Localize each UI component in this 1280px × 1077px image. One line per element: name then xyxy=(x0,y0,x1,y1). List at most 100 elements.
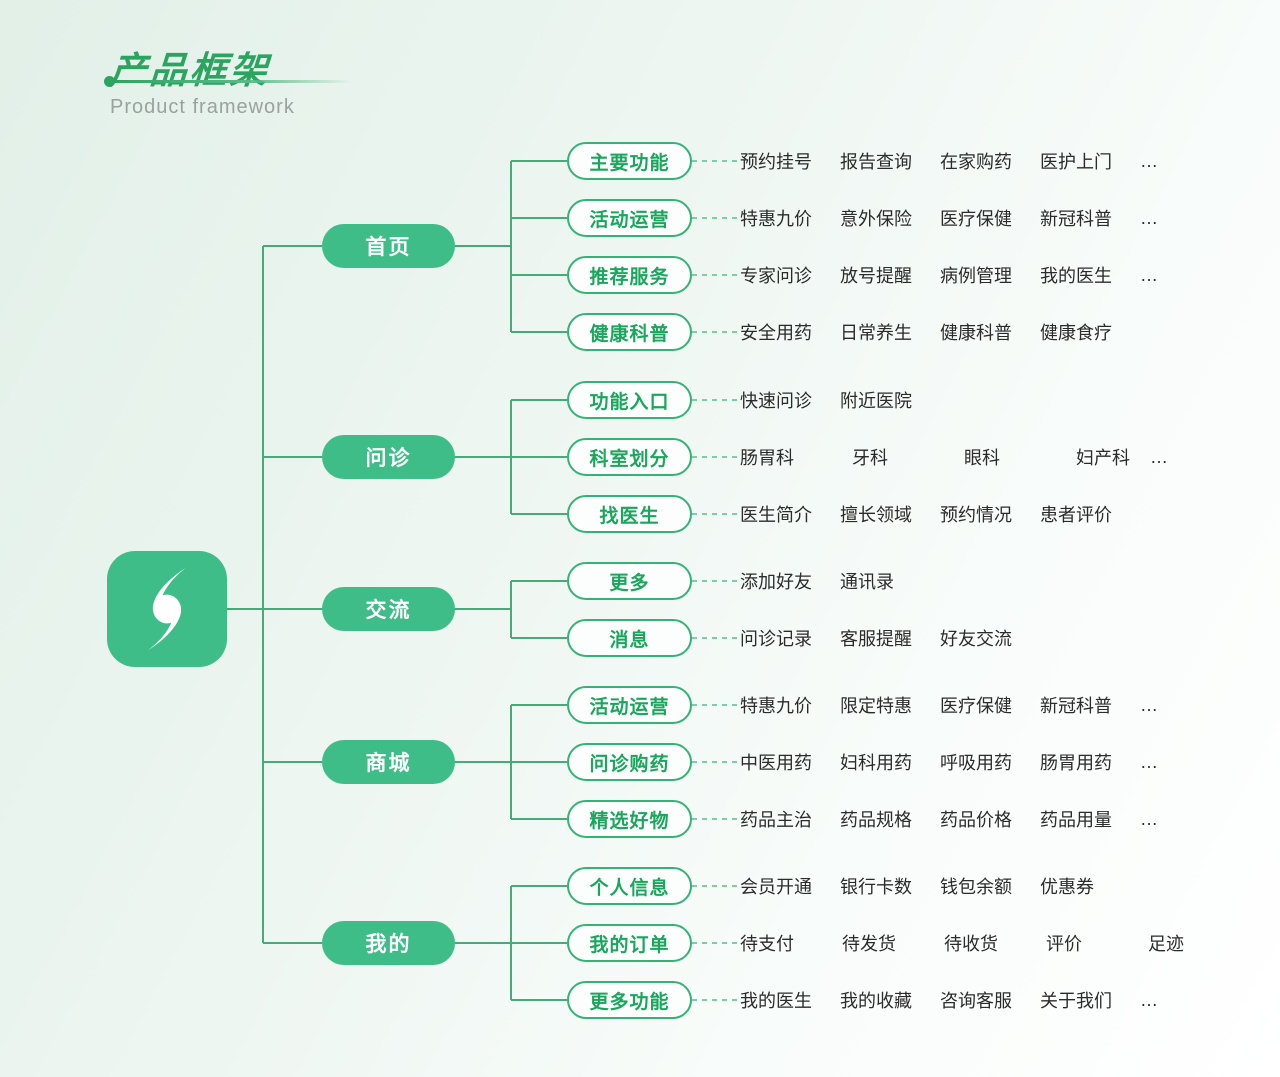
leaf-row: 特惠九价 意外保险 医疗保健 新冠科普 … xyxy=(740,205,1240,231)
leaf-item: 牙科 xyxy=(852,448,888,468)
leaf-item: … xyxy=(1140,150,1158,171)
leaf-row: 医生简介 擅长领域 预约情况 患者评价 xyxy=(740,501,1140,527)
leaf-item: 快速问诊 xyxy=(740,391,812,411)
leaf-item: 附近医院 xyxy=(840,391,912,411)
branch-node-mall: 商城 xyxy=(322,740,455,784)
leaf-row: 我的医生 我的收藏 咨询客服 关于我们 … xyxy=(740,987,1240,1013)
leaf-item: 药品主治 xyxy=(740,810,812,830)
leaf-item: 医疗保健 xyxy=(940,209,1012,229)
branch-node-communication: 交流 xyxy=(322,587,455,631)
sub-node: 主要功能 xyxy=(567,142,692,180)
leaf-item: 在家购药 xyxy=(940,152,1012,172)
leaf-item: 待发货 xyxy=(842,934,896,954)
leaf-item: 新冠科普 xyxy=(1040,209,1112,229)
leaf-row: 安全用药 日常养生 健康科普 健康食疗 xyxy=(740,319,1140,345)
leaf-item: 我的医生 xyxy=(1040,266,1112,286)
leaf-item: 安全用药 xyxy=(740,323,812,343)
leaf-item: 药品用量 xyxy=(1040,810,1112,830)
leaf-item: 中医用药 xyxy=(740,753,812,773)
leaf-item: 专家问诊 xyxy=(740,266,812,286)
branch-node-consultation: 问诊 xyxy=(322,435,455,479)
leaf-item: 报告查询 xyxy=(840,152,912,172)
brand-logo xyxy=(107,551,227,667)
page-subtitle: Product framework xyxy=(110,96,295,118)
leaf-item: 钱包余额 xyxy=(940,877,1012,897)
leaf-item: 肠胃用药 xyxy=(1040,753,1112,773)
leaf-row: 快速问诊 附近医院 xyxy=(740,387,940,413)
sub-node: 更多功能 xyxy=(567,981,692,1019)
sub-node: 我的订单 xyxy=(567,924,692,962)
leaf-item: 咨询客服 xyxy=(940,991,1012,1011)
leaf-item: 药品规格 xyxy=(840,810,912,830)
sub-node: 问诊购药 xyxy=(567,743,692,781)
leaf-item: 通讯录 xyxy=(840,572,894,592)
leaf-item: 妇科用药 xyxy=(840,753,912,773)
leaf-item: … xyxy=(1150,446,1168,467)
leaf-item: 添加好友 xyxy=(740,572,812,592)
branch-node-home: 首页 xyxy=(322,224,455,268)
leaf-item: 新冠科普 xyxy=(1040,696,1112,716)
leaf-item: 肠胃科 xyxy=(740,448,794,468)
sub-node: 活动运营 xyxy=(567,199,692,237)
sub-node: 活动运营 xyxy=(567,686,692,724)
leaf-item: 眼科 xyxy=(964,448,1000,468)
page-title: 产品框架 xyxy=(108,50,272,91)
sub-node: 更多 xyxy=(567,562,692,600)
leaf-item: 预约挂号 xyxy=(740,152,812,172)
leaf-item: 问诊记录 xyxy=(740,629,812,649)
leaf-row: 问诊记录 客服提醒 好友交流 xyxy=(740,625,1040,651)
leaf-item: … xyxy=(1140,264,1158,285)
leaf-item: 待收货 xyxy=(944,934,998,954)
leaf-item: 好友交流 xyxy=(940,629,1012,649)
leaf-item: 特惠九价 xyxy=(740,209,812,229)
leaf-item: 足迹 xyxy=(1148,934,1184,954)
leaf-item: 银行卡数 xyxy=(840,877,912,897)
sub-node: 功能入口 xyxy=(567,381,692,419)
leaf-row: 中医用药 妇科用药 呼吸用药 肠胃用药 … xyxy=(740,749,1240,775)
leaf-item: 评价 xyxy=(1046,934,1082,954)
leaf-row: 药品主治 药品规格 药品价格 药品用量 … xyxy=(740,806,1240,832)
sub-node: 科室划分 xyxy=(567,438,692,476)
leaf-item: 药品价格 xyxy=(940,810,1012,830)
leaf-item: … xyxy=(1140,989,1158,1010)
leaf-row: 会员开通 银行卡数 钱包余额 优惠券 xyxy=(740,873,1140,899)
leaf-item: 意外保险 xyxy=(840,209,912,229)
sub-node: 精选好物 xyxy=(567,800,692,838)
leaf-item: 放号提醒 xyxy=(840,266,912,286)
leaf-item: 预约情况 xyxy=(940,505,1012,525)
leaf-item: 病例管理 xyxy=(940,266,1012,286)
leaf-row: 专家问诊 放号提醒 病例管理 我的医生 … xyxy=(740,262,1240,288)
leaf-item: 妇产科 xyxy=(1076,448,1130,468)
leaf-item: 日常养生 xyxy=(840,323,912,343)
leaf-item: … xyxy=(1140,207,1158,228)
leaf-item: … xyxy=(1140,694,1158,715)
leaf-item: 擅长领域 xyxy=(840,505,912,525)
leaf-item: 限定特惠 xyxy=(840,696,912,716)
leaf-item: 关于我们 xyxy=(1040,991,1112,1011)
leaf-item: … xyxy=(1140,808,1158,829)
leaf-row: 待支付 待发货 待收货 评价 足迹 xyxy=(740,930,1248,956)
leaf-item: 会员开通 xyxy=(740,877,812,897)
leaf-row: 肠胃科 牙科 眼科 妇产科 … xyxy=(740,444,1250,470)
leaf-item: … xyxy=(1140,751,1158,772)
leaf-row: 特惠九价 限定特惠 医疗保健 新冠科普 … xyxy=(740,692,1240,718)
leaf-item: 健康食疗 xyxy=(1040,323,1112,343)
title-underline xyxy=(108,80,352,83)
leaf-item: 医护上门 xyxy=(1040,152,1112,172)
sub-node: 健康科普 xyxy=(567,313,692,351)
sub-node: 找医生 xyxy=(567,495,692,533)
leaf-item: 患者评价 xyxy=(1040,505,1112,525)
sub-node: 推荐服务 xyxy=(567,256,692,294)
leaf-row: 添加好友 通讯录 xyxy=(740,568,940,594)
leaf-row: 预约挂号 报告查询 在家购药 医护上门 … xyxy=(740,148,1240,174)
leaf-item: 呼吸用药 xyxy=(940,753,1012,773)
leaf-item: 我的收藏 xyxy=(840,991,912,1011)
leaf-item: 健康科普 xyxy=(940,323,1012,343)
leaf-item: 客服提醒 xyxy=(840,629,912,649)
sub-node: 消息 xyxy=(567,619,692,657)
leaf-item: 优惠券 xyxy=(1040,877,1094,897)
branch-node-profile: 我的 xyxy=(322,921,455,965)
leaf-item: 待支付 xyxy=(740,934,794,954)
s-lightning-logo-icon xyxy=(148,567,186,651)
